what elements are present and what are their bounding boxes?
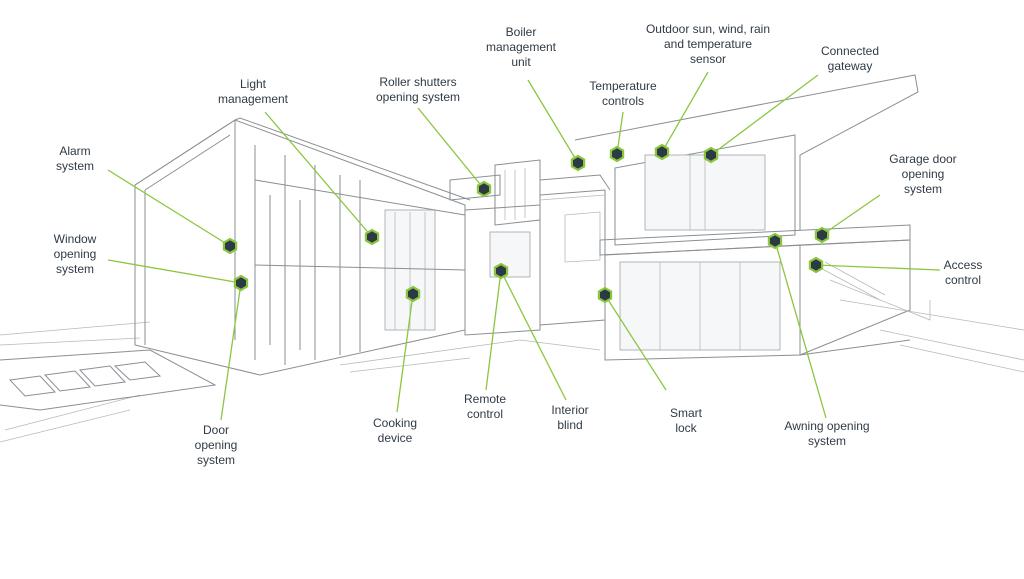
leader-boiler [527,79,579,164]
label-boiler-management: Boiler management unit [485,25,557,69]
leader-garage [821,194,881,236]
leader-roller [417,107,485,190]
leader-access [815,264,941,271]
right-wing [574,74,931,361]
label-roller-shutters: Roller shutters opening system [375,75,461,104]
marker-alarm-icon [222,237,238,255]
label-cooking-device: Cooking device [372,416,418,445]
marker-garage-icon [814,226,830,244]
leader-outdoor [661,71,709,153]
ground-lines [0,299,1024,443]
leader-alarm [107,169,231,247]
leader-light [264,111,373,238]
leader-window [107,259,242,284]
label-interior-blind: Interior blind [551,403,589,432]
marker-cooking-icon [405,285,421,303]
leader-awning [774,240,827,419]
marker-gateway-icon [703,146,719,164]
leader-smartlock [604,294,667,391]
marker-remote-icon [493,262,509,280]
marker-smartlock-icon [597,286,613,304]
label-remote-control: Remote control [463,392,507,421]
label-awning-opening: Awning opening system [784,419,870,448]
marker-temperature-icon [609,145,625,163]
marker-light-icon [364,228,380,246]
label-door-opening-system: Door opening system [194,423,238,467]
marker-boiler-icon [570,154,586,172]
leader-door [220,282,242,421]
marker-outdoor-icon [654,143,670,161]
leader-cooking [396,293,414,413]
label-outdoor-sensor: Outdoor sun, wind, rain and temperature … [645,22,771,66]
leader-blind [500,270,567,401]
label-connected-gateway: Connected gateway [820,44,880,73]
left-wing [134,117,471,376]
marker-window-icon [233,274,249,292]
label-temperature-controls: Temperature controls [589,79,657,108]
label-garage-door: Garage door opening system [889,152,957,196]
marker-awning-icon [767,232,783,250]
label-smart-lock: Smart lock [669,406,702,435]
label-alarm-system: Alarm system [55,144,94,173]
leader-gateway [710,74,819,156]
label-access-control: Access control [943,258,983,287]
marker-roller-icon [476,180,492,198]
pool-deck [0,349,217,411]
leader-remote [485,270,502,391]
marker-access-icon [808,256,824,274]
label-light-management: Light management [217,77,289,106]
label-window-opening-system: Window opening system [53,232,97,276]
device-markers [222,143,830,304]
center-tower [449,159,611,336]
